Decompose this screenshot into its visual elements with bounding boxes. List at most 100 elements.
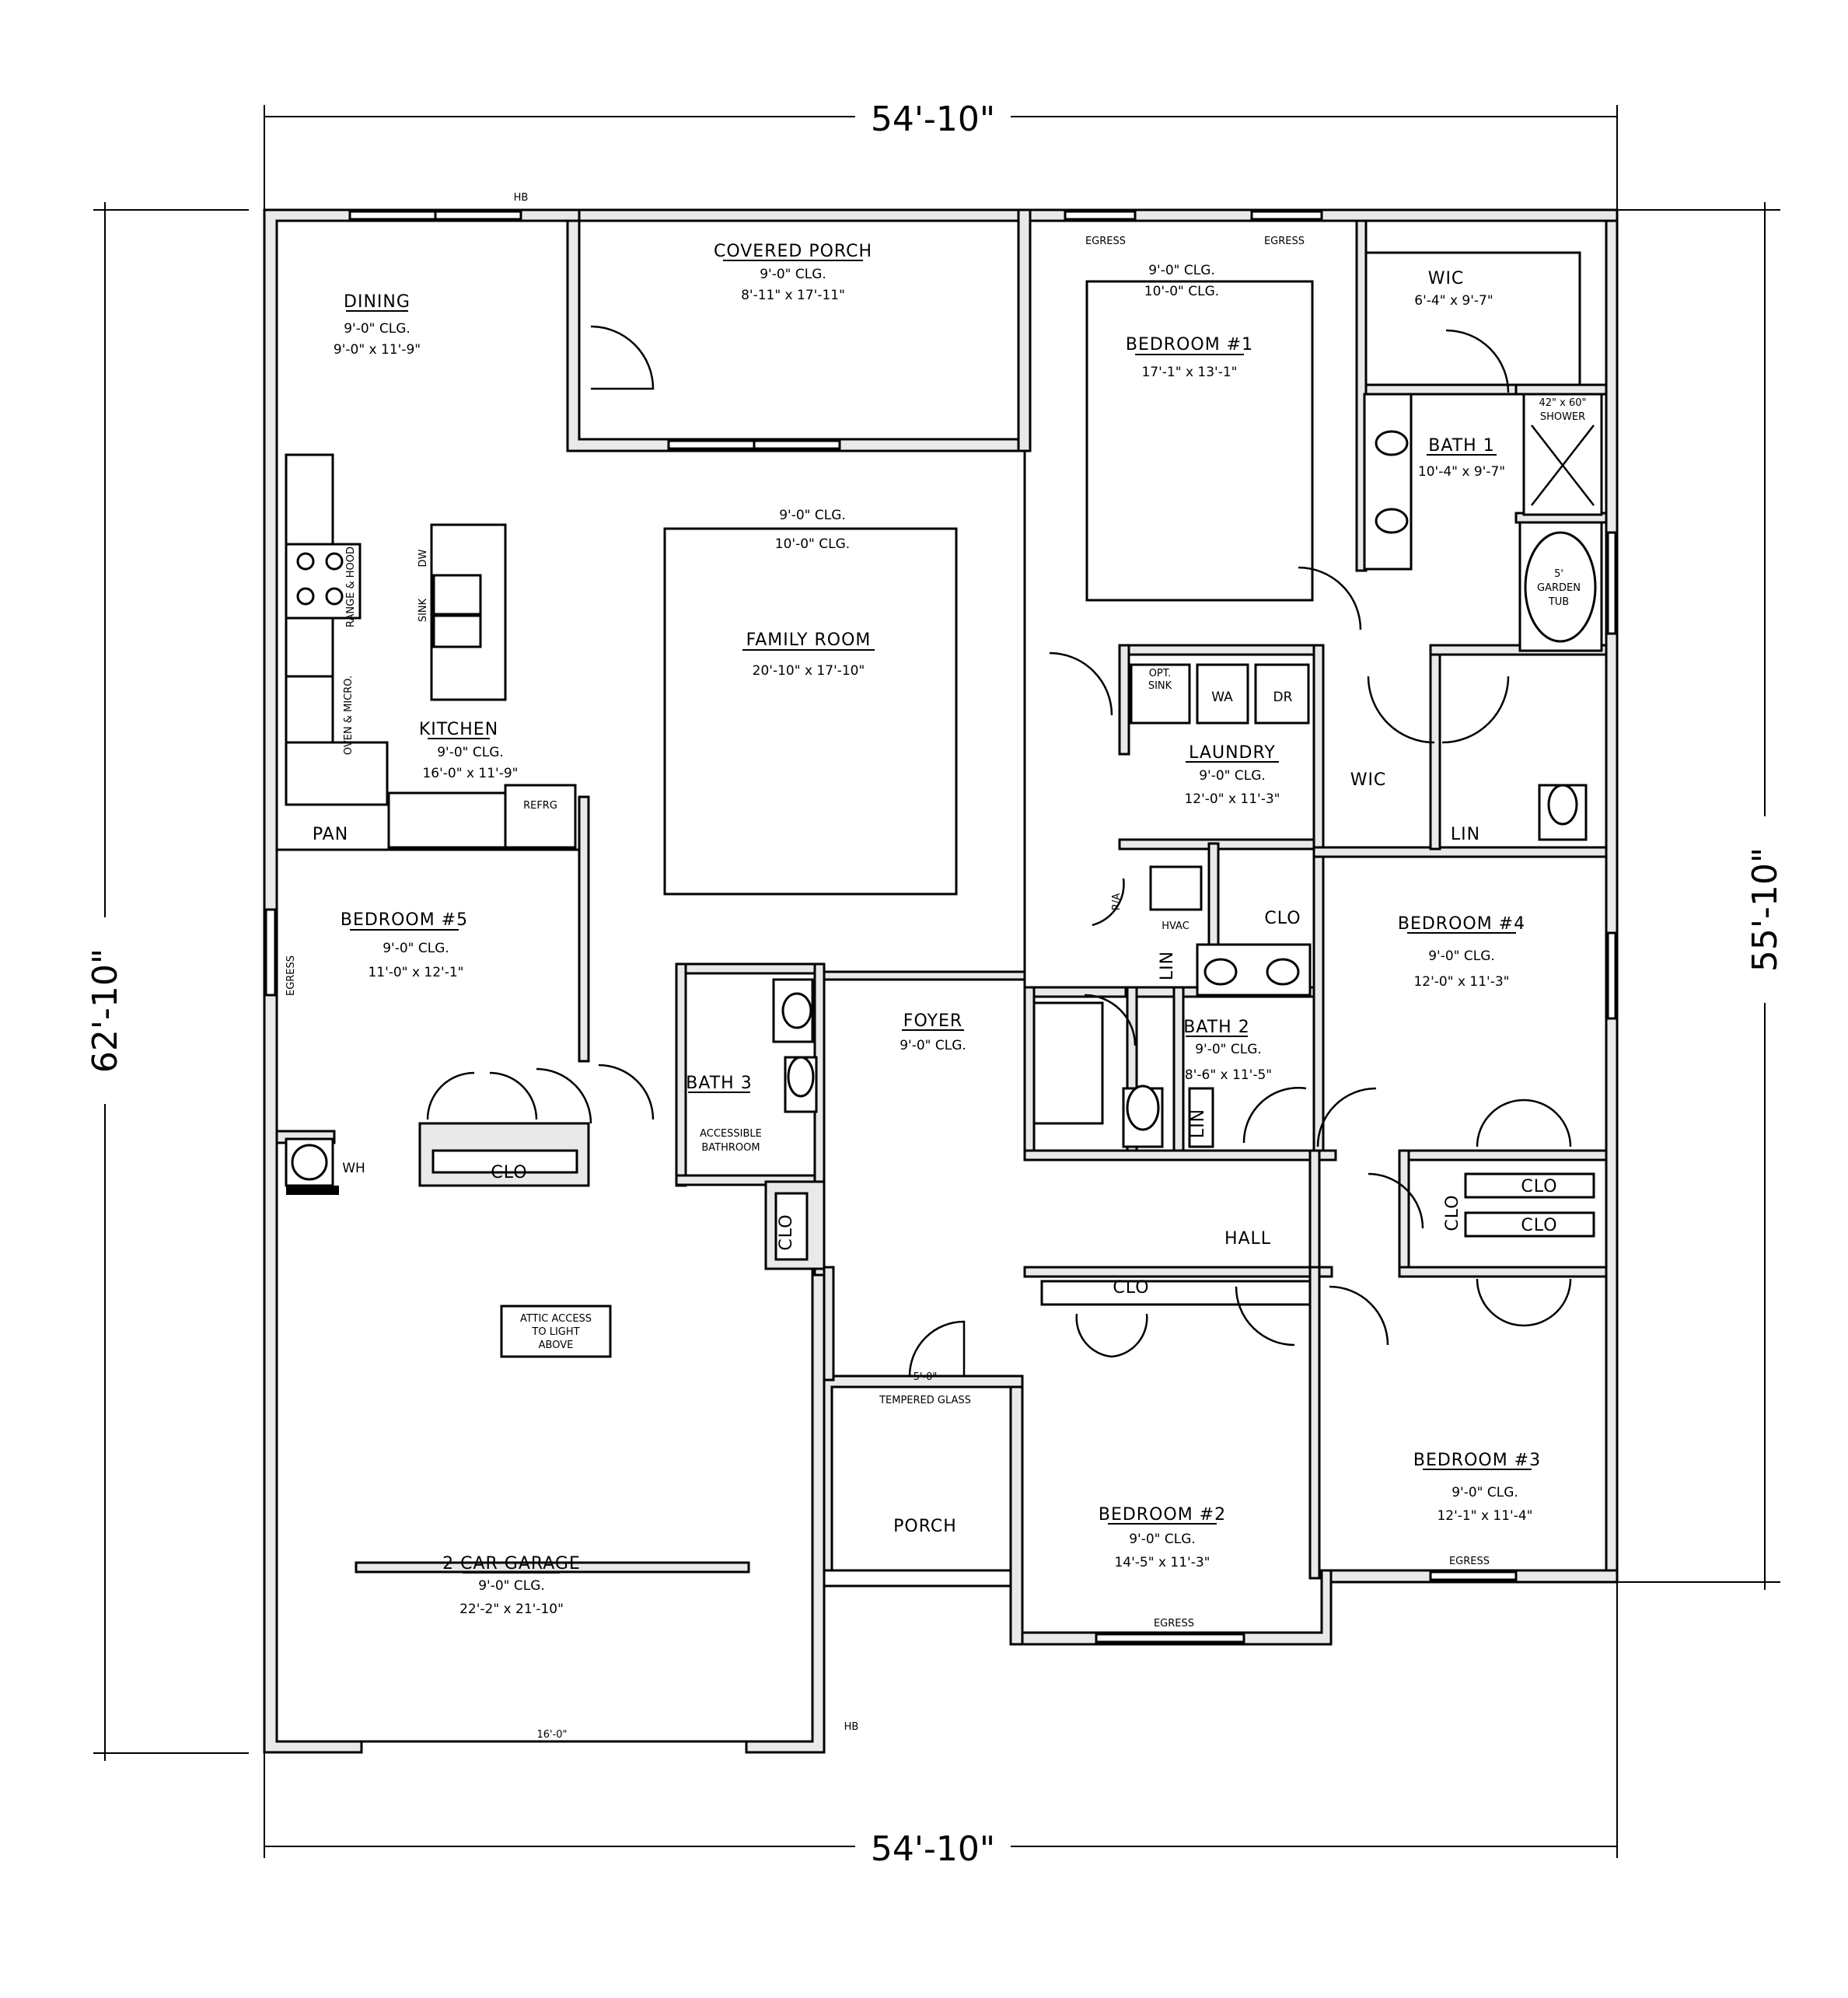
bedroom5-size: 11'-0" x 12'-1" (368, 965, 463, 980)
oven-label: OVEN & MICRO. (343, 676, 355, 755)
tub-label-2: GARDEN (1537, 582, 1581, 594)
garage-name: 2 CAR GARAGE (442, 1554, 581, 1574)
clo-hall-1: CLO (1521, 1177, 1557, 1196)
refrg-label: REFRG (523, 800, 557, 812)
kitchen-name: KITCHEN (419, 720, 498, 739)
tub-label-3: TUB (1548, 596, 1569, 608)
hvac-label: HVAC (1162, 920, 1189, 932)
shower-label: SHOWER (1540, 411, 1585, 423)
wic1-name: WIC (1428, 269, 1465, 288)
bedroom4-name: BEDROOM #4 (1398, 914, 1525, 934)
hb-top: HB (514, 192, 529, 204)
interior-walls (277, 219, 1608, 1580)
egress-bed3: EGRESS (1449, 1556, 1490, 1567)
dimension-lines: 54'-10" 54'-10" 62'-10" 55'-10" (78, 92, 1792, 1870)
covered-porch-name: COVERED PORCH (714, 242, 872, 261)
bedroom1-name: BEDROOM #1 (1126, 335, 1253, 355)
water-heater-label: WH (342, 1161, 365, 1176)
lin-hall: LIN (1158, 951, 1177, 980)
dimension-left: 62'-10" (86, 948, 125, 1073)
fixtures (285, 251, 1603, 1743)
bath1-size: 10'-4" x 9'-7" (1418, 464, 1505, 480)
bedroom1-size: 17'-1" x 13'-1" (1141, 365, 1237, 380)
attic-2: TO LIGHT (531, 1326, 579, 1338)
porch-name: PORCH (893, 1517, 957, 1536)
laundry-size: 12'-0" x 11'-3" (1184, 791, 1280, 807)
opt-sink-1: OPT. (1149, 668, 1172, 679)
bedroom4-clg: 9'-0" CLG. (1428, 948, 1495, 964)
clo-bed2: CLO (1113, 1278, 1149, 1298)
clo-bed5: CLO (491, 1163, 527, 1182)
dimension-top: 54'-10" (871, 100, 995, 139)
opt-sink-2: SINK (1148, 680, 1172, 692)
family-room-size: 20'-10" x 17'-10" (753, 663, 865, 679)
porch-door-width: 5'-0" (914, 1371, 938, 1383)
garage-clg: 9'-0" CLG. (478, 1578, 545, 1594)
attic-3: ABOVE (539, 1340, 574, 1351)
lin-bath1: LIN (1451, 825, 1480, 844)
shower-size: 42" x 60" (1539, 397, 1586, 409)
family-room-clg: 9'-0" CLG. (779, 508, 846, 523)
dimension-bottom: 54'-10" (871, 1829, 995, 1869)
covered-porch-size: 8'-11" x 17'-11" (741, 288, 845, 303)
wic1-size: 6'-4" x 9'-7" (1414, 293, 1493, 309)
washer-label: WA (1211, 690, 1233, 705)
hb-bottom: HB (844, 1721, 859, 1733)
bedroom1-clg: 9'-0" CLG. (1148, 263, 1215, 278)
dining-size: 9'-0" x 11'-9" (334, 342, 421, 358)
clo-foyer: CLO (777, 1214, 796, 1250)
tempered-glass: TEMPERED GLASS (879, 1395, 971, 1406)
dw-label: DW (417, 549, 429, 567)
kitchen-clg: 9'-0" CLG. (437, 745, 504, 760)
family-room-clg2: 10'-0" CLG. (775, 536, 850, 552)
door-swings (426, 325, 1572, 1377)
family-room-name: FAMILY ROOM (746, 630, 872, 650)
bath2-size: 8'-6" x 11'-5" (1185, 1067, 1272, 1083)
pantry-label: PAN (313, 825, 348, 844)
bath2-name: BATH 2 (1183, 1018, 1249, 1037)
bedroom3-clg: 9'-0" CLG. (1452, 1485, 1518, 1500)
lin-bath2: LIN (1189, 1109, 1208, 1138)
ra-label: R/A (1111, 893, 1123, 910)
accessible-2: BATHROOM (701, 1142, 760, 1154)
kitchen-size: 16'-0" x 11'-9" (422, 766, 518, 781)
laundry-name: LAUNDRY (1189, 743, 1276, 763)
bedroom1-clg2: 10'-0" CLG. (1144, 284, 1219, 299)
tub-label-1: 5' (1554, 568, 1563, 580)
annotations: HB HB EGRESS EGRESS EGRESS EGRESS EGRESS… (285, 192, 1587, 1741)
bath3-name: BATH 3 (686, 1074, 752, 1093)
covered-porch-clg: 9'-0" CLG. (760, 267, 826, 282)
bedroom3-name: BEDROOM #3 (1413, 1451, 1541, 1470)
clo-hall-3: CLO (1443, 1194, 1462, 1231)
accessible-1: ACCESSIBLE (700, 1128, 762, 1140)
clo-hall-2: CLO (1521, 1216, 1557, 1235)
laundry-clg: 9'-0" CLG. (1199, 768, 1266, 784)
room-labels: DINING 9'-0" CLG. 9'-0" x 11'-9" COVERED… (334, 242, 1541, 1617)
range-label: RANGE & HOOD (345, 547, 357, 627)
garage-size: 22'-2" x 21'-10" (459, 1602, 564, 1617)
dining-name: DINING (344, 292, 410, 312)
egress-bed1-a: EGRESS (1085, 236, 1126, 247)
egress-bed1-b: EGRESS (1264, 236, 1305, 247)
foyer-name: FOYER (903, 1011, 962, 1031)
bedroom3-size: 12'-1" x 11'-4" (1437, 1508, 1532, 1524)
attic-1: ATTIC ACCESS (520, 1313, 592, 1325)
dimension-right: 55'-10" (1745, 847, 1785, 972)
bedroom4-size: 12'-0" x 11'-3" (1413, 974, 1509, 990)
bath1-name: BATH 1 (1428, 436, 1494, 456)
dining-clg: 9'-0" CLG. (344, 321, 410, 337)
egress-bed5: EGRESS (285, 955, 297, 996)
hall-name: HALL (1224, 1229, 1271, 1249)
garage-door-width: 16'-0" (536, 1729, 567, 1741)
clo-hvac: CLO (1264, 909, 1301, 928)
egress-bed2: EGRESS (1154, 1618, 1194, 1629)
foyer-clg: 9'-0" CLG. (900, 1038, 966, 1053)
dryer-label: DR (1273, 690, 1293, 705)
bedroom2-clg: 9'-0" CLG. (1129, 1532, 1196, 1547)
wic2-label: WIC (1350, 770, 1387, 790)
sink-label: SINK (417, 598, 429, 622)
bedroom2-size: 14'-5" x 11'-3" (1114, 1555, 1210, 1570)
bedroom5-name: BEDROOM #5 (341, 910, 468, 930)
bedroom5-clg: 9'-0" CLG. (383, 941, 449, 956)
